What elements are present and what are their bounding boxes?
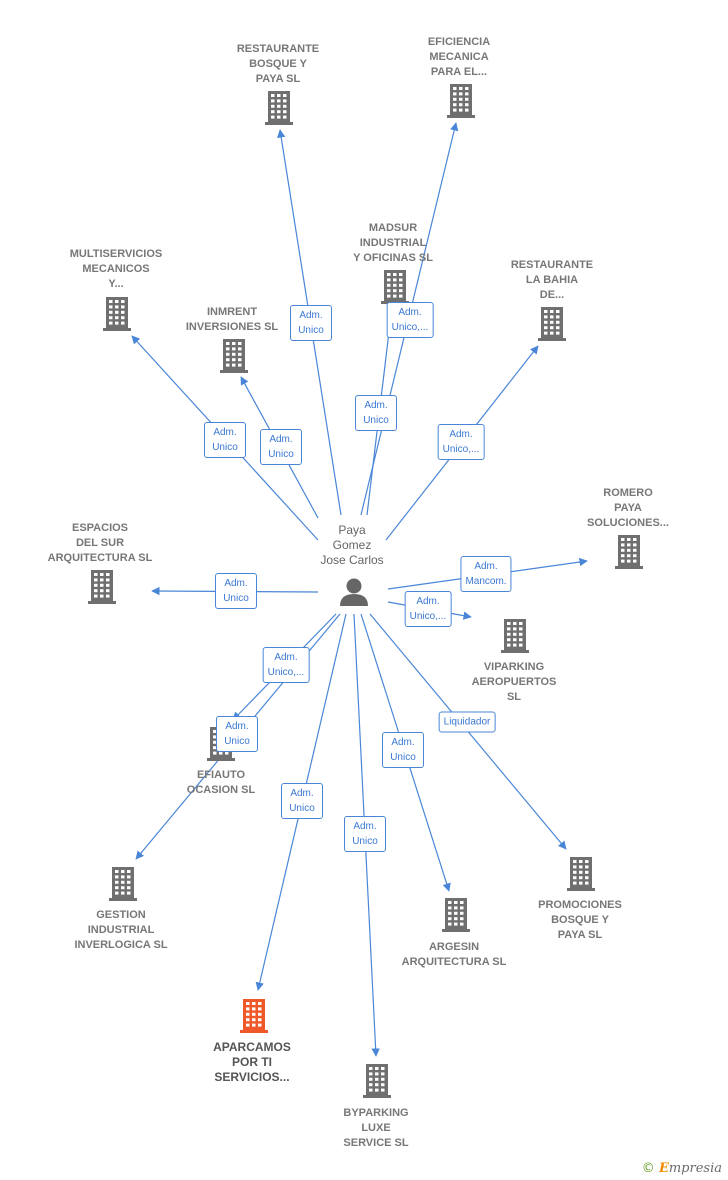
company-label-romero-paya[interactable]: ROMERO PAYA SOLUCIONES... xyxy=(587,487,669,529)
edge-role-label-romero-paya[interactable]: Adm. Mancom. xyxy=(460,556,512,592)
edge-role-label-espacios-del-sur[interactable]: Adm. Unico xyxy=(215,573,257,609)
company-label-byparking-luxe[interactable]: BYPARKING LUXE SERVICE SL xyxy=(343,1107,409,1149)
company-label-aparcamos-por-ti[interactable]: APARCAMOS POR TI SERVICIOS... xyxy=(213,1040,291,1084)
building-icon[interactable] xyxy=(363,1064,391,1098)
edge-role-label-efiauto-ocasion[interactable]: Adm. Unico,... xyxy=(262,647,310,683)
edge-role-label-inmrent-inversiones[interactable]: Adm. Unico xyxy=(260,429,302,465)
edge-role-label-gestion-industrial[interactable]: Adm. Unico xyxy=(216,716,258,752)
company-label-madsur-industrial[interactable]: MADSUR INDUSTRIAL Y OFICINAS SL xyxy=(353,222,433,264)
company-label-multiservicios-mecanicos[interactable]: MULTISERVICIOS MECANICOS Y... xyxy=(69,248,163,290)
building-icon[interactable] xyxy=(381,270,409,304)
edge-role-label-restaurante-la-bahia[interactable]: Adm. Unico,... xyxy=(437,424,485,460)
company-label-argesin-arquitectura[interactable]: ARGESIN ARQUITECTURA SL xyxy=(401,941,507,968)
company-label-viparking-aeropuertos[interactable]: VIPARKING AEROPUERTOS SL xyxy=(471,661,557,703)
company-label-promociones-bosque[interactable]: PROMOCIONES BOSQUE Y PAYA SL xyxy=(538,899,622,941)
building-icon[interactable] xyxy=(103,297,131,331)
building-icon[interactable] xyxy=(88,570,116,604)
company-label-espacios-del-sur[interactable]: ESPACIOS DEL SUR ARQUITECTURA SL xyxy=(47,522,153,564)
building-icon[interactable] xyxy=(501,619,529,653)
building-icon[interactable] xyxy=(109,867,137,901)
building-icon[interactable] xyxy=(615,535,643,569)
edge-role-label-viparking-aeropuertos[interactable]: Adm. Unico,... xyxy=(404,591,452,627)
edge-role-label-byparking-luxe[interactable]: Adm. Unico xyxy=(344,816,386,852)
edge-role-label-aparcamos-por-ti[interactable]: Adm. Unico xyxy=(281,783,323,819)
icons-layer xyxy=(88,84,643,1098)
edge-role-label-madsur-industrial[interactable]: Adm. Unico xyxy=(355,395,397,431)
footer: © Empresia xyxy=(642,1161,722,1176)
company-label-restaurante-bosque[interactable]: RESTAURANTE BOSQUE Y PAYA SL xyxy=(236,43,320,85)
company-label-restaurante-la-bahia[interactable]: RESTAURANTE LA BAHIA DE... xyxy=(510,259,594,301)
person-name-label[interactable]: Paya Gomez Jose Carlos xyxy=(320,523,384,567)
building-icon[interactable] xyxy=(538,307,566,341)
edge-role-label-restaurante-bosque[interactable]: Adm. Unico xyxy=(290,305,332,341)
building-icon[interactable] xyxy=(220,339,248,373)
brand-logo-initial: E xyxy=(658,1161,669,1176)
building-icon[interactable] xyxy=(447,84,475,118)
company-label-gestion-industrial[interactable]: GESTION INDUSTRIAL INVERLOGICA SL xyxy=(74,909,168,951)
building-icon[interactable] xyxy=(265,91,293,125)
building-icon[interactable] xyxy=(567,857,595,891)
brand-logo-text: mpresia xyxy=(668,1161,722,1176)
edge-role-label-eficiencia-mecanica[interactable]: Adm. Unico,... xyxy=(386,302,434,338)
company-label-efiauto-ocasion[interactable]: EFIAUTO OCASION SL xyxy=(186,769,256,796)
edge-role-label-promociones-bosque[interactable]: Liquidador xyxy=(438,711,496,733)
person-icon[interactable] xyxy=(340,578,368,607)
copyright-symbol: © xyxy=(641,1161,655,1176)
company-label-inmrent-inversiones[interactable]: INMRENT INVERSIONES SL xyxy=(185,306,279,333)
edge-role-label-multiservicios-mecanicos[interactable]: Adm. Unico xyxy=(204,422,246,458)
building-icon[interactable] xyxy=(240,999,268,1033)
edge-role-label-argesin-arquitectura[interactable]: Adm. Unico xyxy=(382,732,424,768)
company-label-eficiencia-mecanica[interactable]: EFICIENCIA MECANICA PARA EL... xyxy=(427,36,491,78)
building-icon[interactable] xyxy=(442,898,470,932)
